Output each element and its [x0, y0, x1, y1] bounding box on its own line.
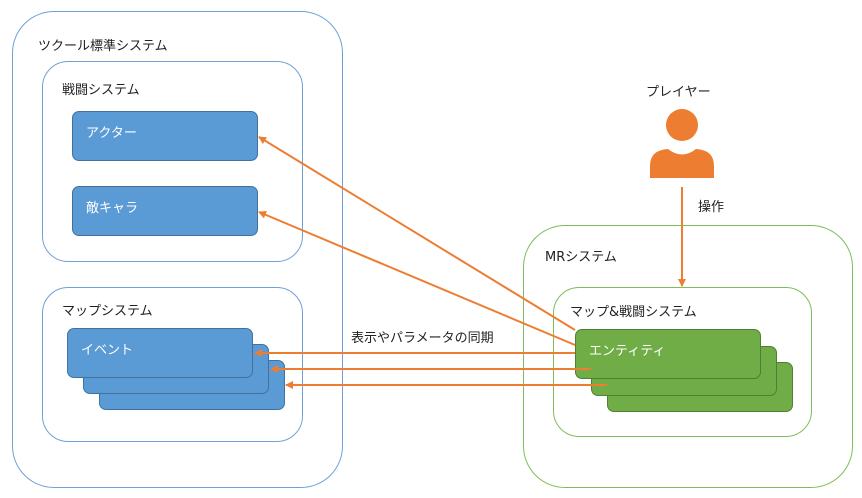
entity-label: エンティティ	[589, 344, 666, 359]
map-system-container	[42, 287, 303, 442]
tkool-system-title: ツクール標準システム	[38, 39, 168, 54]
actor-label: アクター	[86, 126, 137, 141]
map-system-title: マップシステム	[62, 304, 153, 319]
actor-box: アクター	[72, 111, 258, 161]
battle-system-container	[42, 61, 303, 262]
battle-system-title: 戦闘システム	[62, 83, 140, 98]
player-label: プレイヤー	[646, 85, 711, 100]
enemy-box: 敵キャラ	[72, 186, 258, 236]
entity-box: エンティティ	[575, 329, 761, 379]
sync-label: 表示やパラメータの同期	[351, 331, 494, 346]
operation-label: 操作	[698, 200, 725, 215]
enemy-label: 敵キャラ	[86, 201, 139, 216]
map-battle-system-title: マップ&戦闘システム	[570, 305, 697, 320]
map-battle-system-container	[553, 287, 812, 437]
event-label: イベント	[81, 343, 134, 358]
person-icon	[650, 109, 714, 178]
event-box: イベント	[67, 328, 253, 378]
arrow-entity-to-actor	[258, 136, 576, 331]
mr-system-title: MRシステム	[545, 250, 617, 265]
arrow-entity-to-enemy	[258, 211, 576, 346]
mr-system-container	[523, 225, 853, 488]
tkool-system-container	[12, 11, 343, 488]
